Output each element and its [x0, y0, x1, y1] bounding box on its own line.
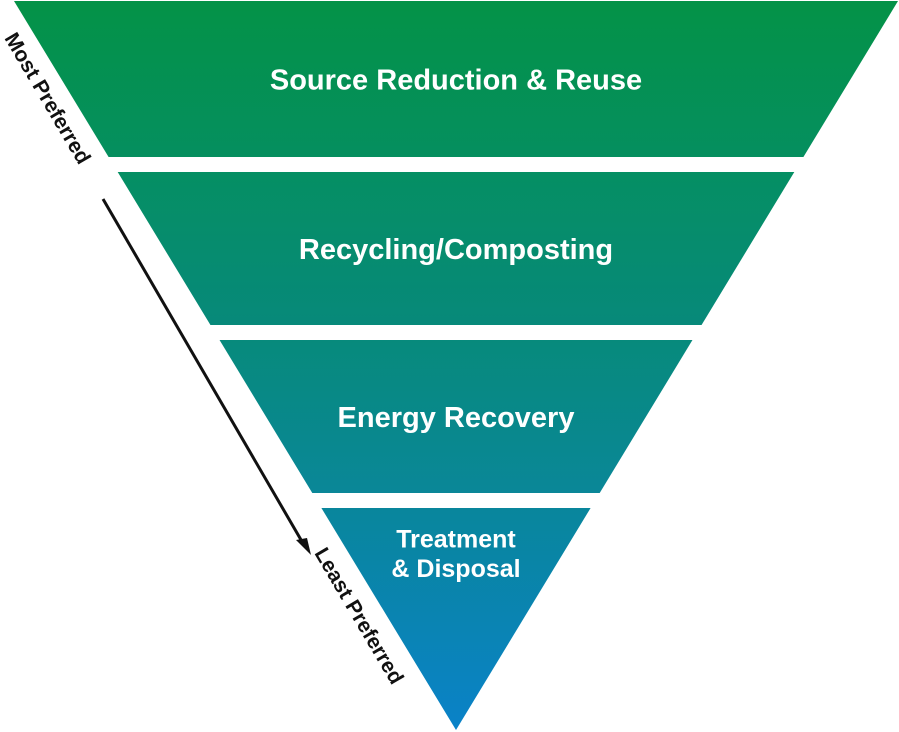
tier-shape — [321, 508, 591, 730]
pyramid-tier: Energy Recovery — [219, 340, 693, 493]
pyramid-tier: Recycling/Composting — [117, 172, 795, 325]
pyramid-tiers: Source Reduction & ReuseRecycling/Compos… — [14, 1, 898, 730]
preference-arrow — [101, 198, 311, 555]
arrow-head-icon — [296, 538, 311, 555]
pyramid-tier: Treatment& Disposal — [321, 508, 591, 730]
arrow-shaft — [101, 198, 306, 546]
tier-label: Source Reduction & Reuse — [270, 64, 642, 96]
tier-shape — [117, 172, 795, 325]
pyramid-tier: Source Reduction & Reuse — [14, 1, 898, 157]
tier-label: Treatment — [396, 525, 516, 553]
tier-label: & Disposal — [391, 555, 520, 583]
tier-label: Energy Recovery — [338, 402, 575, 434]
tier-shape — [219, 340, 693, 493]
tier-shape — [14, 1, 898, 157]
tier-label: Recycling/Composting — [299, 234, 613, 266]
